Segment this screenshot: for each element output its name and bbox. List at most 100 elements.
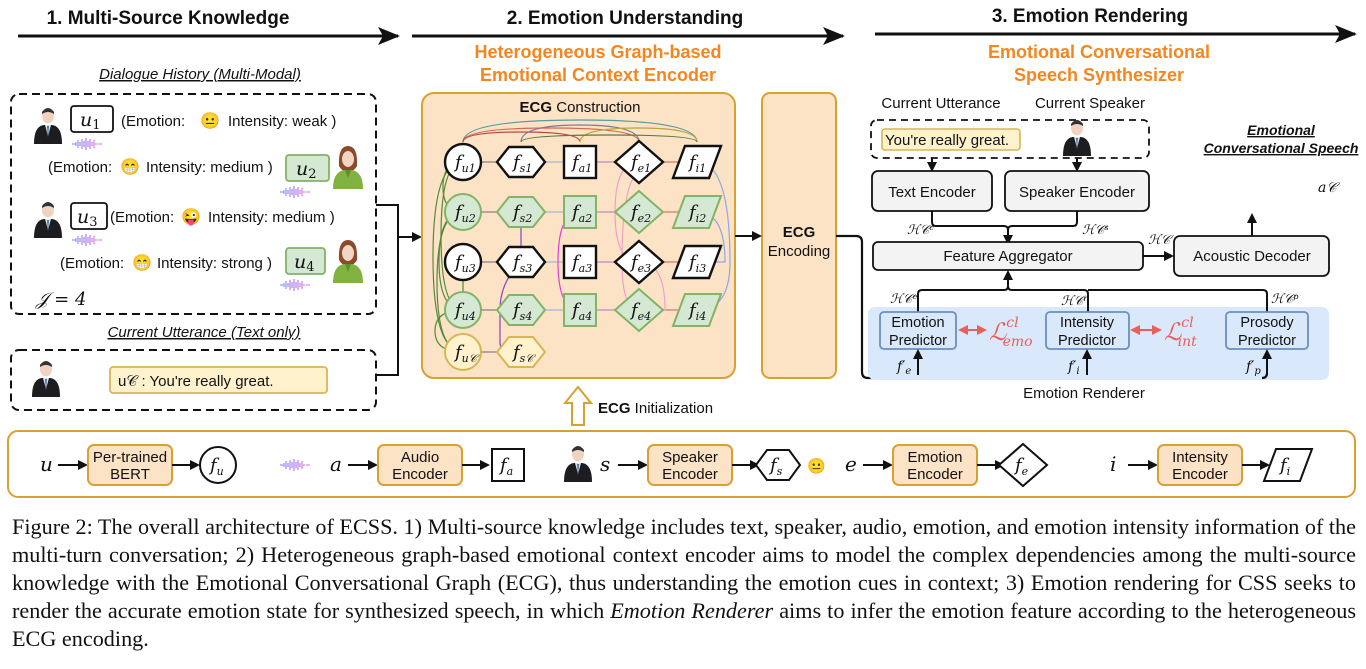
dialogue-history-label: Dialogue History (Multi-Modal) bbox=[99, 66, 301, 83]
current-utterance-text-box bbox=[109, 366, 328, 394]
utterance-u4-box bbox=[285, 247, 326, 275]
emoji-wink-tongue-icon: 😜 bbox=[181, 208, 201, 226]
init-encoder-label: BERT bbox=[110, 466, 150, 483]
current-utterance-label: Current Utterance (Text only) bbox=[108, 324, 301, 341]
renderer-connector-end bbox=[1261, 372, 1269, 380]
init-input-symbol: s bbox=[600, 452, 610, 476]
ecg-node-f-e2: fe2 bbox=[613, 189, 665, 235]
female-speaker-icon bbox=[333, 240, 363, 283]
emoji-neutral-icon: 😐 bbox=[200, 112, 220, 130]
ecg-node-f-u1: fu1 bbox=[443, 142, 483, 182]
f-p-prime: f′p bbox=[1245, 359, 1261, 377]
turn2-emotion-label: (Emotion: bbox=[48, 159, 112, 176]
ecg-node-f-s4: fs4 bbox=[495, 294, 547, 326]
ecg-initialization-label: ECG Initialization bbox=[598, 400, 713, 417]
init-input-symbol: e bbox=[845, 452, 857, 476]
section-title-multi-source: 1. Multi-Source Knowledge bbox=[47, 8, 290, 29]
current-utterance-header: Current Utterance bbox=[881, 95, 1000, 112]
emoji-neutral-icon: 😐 bbox=[807, 457, 826, 475]
ecg-node-f-i4: fi4 bbox=[671, 293, 723, 327]
prosody-predictor-line1: Prosody bbox=[1240, 315, 1294, 331]
init-encoder-label: Emotion bbox=[907, 449, 962, 466]
ecg-node-f-a1: fa1 bbox=[562, 144, 598, 180]
ecg-node-f-u2: fu2 bbox=[444, 193, 482, 231]
intensity-predictor-line2: Predictor bbox=[1058, 333, 1116, 349]
synth-subtitle-line2: Speech Synthesizer bbox=[1014, 65, 1184, 85]
init-encoder-label: Per-trained bbox=[93, 449, 167, 466]
turn-count: 𝒥 = 4 bbox=[35, 289, 86, 310]
current-input-box bbox=[870, 119, 1150, 159]
ecg-node-f-s2: fs2 bbox=[495, 196, 547, 228]
speaker-encoder-to-aggregator bbox=[1007, 211, 1078, 231]
ecg-node-f-i3: fi3 bbox=[671, 244, 723, 280]
caption-text-1: Figure 2: The overall architecture of EC… bbox=[12, 514, 1356, 623]
ecg-node-f-u3: fu3 bbox=[443, 242, 483, 282]
male-speaker-icon bbox=[34, 202, 62, 238]
audio-wave-icon bbox=[279, 278, 311, 292]
encoder-subtitle-line1: Heterogeneous Graph-based bbox=[474, 42, 721, 62]
synth-utterance-box bbox=[881, 128, 1021, 151]
section-title-emotion-understanding: 2. Emotion Understanding bbox=[507, 8, 743, 29]
init-encoder-label: Encoder bbox=[1172, 466, 1228, 483]
speaker-encoder-label: Speaker Encoder bbox=[1019, 184, 1135, 201]
prosody-to-aggregator bbox=[1088, 289, 1268, 313]
figure-caption: Figure 2: The overall architecture of EC… bbox=[12, 513, 1356, 653]
ecg-edge bbox=[520, 124, 640, 143]
utterance-u3-box bbox=[70, 202, 108, 230]
intensity-predictor-line1: Intensity bbox=[1060, 315, 1115, 331]
male-speaker-icon bbox=[32, 361, 60, 397]
H-text-symbol: ℋ𝒞ᶜ bbox=[907, 223, 934, 238]
init-encoder-label: Intensity bbox=[1172, 449, 1228, 466]
intensity-to-aggregator bbox=[1007, 285, 1089, 313]
init-encoder-label: Encoder bbox=[662, 466, 718, 483]
ecg-node-f-uc: fu𝒞 bbox=[444, 333, 482, 371]
emotion-to-aggregator bbox=[917, 270, 1013, 313]
architecture-diagram: 1. Multi-Source Knowledge 2. Emotion Und… bbox=[7, 6, 1358, 498]
emoji-grin-icon: 😁 bbox=[132, 254, 152, 272]
f-e-prime: f′e bbox=[896, 359, 911, 377]
turn3-emotion-label: (Emotion: bbox=[110, 209, 174, 226]
ecg-node-f-i1: fi1 bbox=[671, 144, 723, 180]
male-speaker-icon bbox=[34, 108, 62, 144]
ecg-node-f-a3: fa3 bbox=[562, 244, 598, 280]
utterance-u1-box bbox=[70, 105, 114, 133]
ecg-node-f-e1: fe1 bbox=[613, 139, 665, 185]
emoji-grin-icon: 😁 bbox=[120, 158, 140, 176]
ecg-edge bbox=[462, 119, 698, 143]
ecg-edge bbox=[520, 134, 698, 143]
caption-text-2: aims to infer the emotion feature accord… bbox=[12, 598, 1356, 651]
ecg-encoding-rest: Encoding bbox=[768, 243, 831, 260]
ecg-edge bbox=[462, 131, 581, 143]
init-output-node bbox=[491, 448, 525, 482]
turn4-emotion-label: (Emotion: bbox=[60, 255, 124, 272]
f-i-prime: f′i bbox=[1067, 359, 1080, 377]
ecg-node-f-s3: fs3 bbox=[495, 245, 547, 279]
current-speaker-header: Current Speaker bbox=[1035, 95, 1145, 112]
H-c-symbol: ℋ𝒞 bbox=[1148, 233, 1174, 248]
current-speaker-icon bbox=[1063, 120, 1091, 156]
init-input-symbol: a bbox=[330, 452, 342, 476]
dialogue-history-box bbox=[10, 93, 377, 315]
encoder-subtitle-line2: Emotional Context Encoder bbox=[480, 65, 716, 85]
acoustic-decoder-label: Acoustic Decoder bbox=[1193, 248, 1311, 265]
audio-wave-icon bbox=[71, 233, 103, 247]
audio-wave-icon bbox=[71, 137, 103, 151]
utterance-u2-box bbox=[285, 154, 330, 182]
init-output-node bbox=[199, 446, 237, 484]
init-encoder-label: Audio bbox=[401, 449, 439, 466]
turn4-intensity-label: Intensity: strong ) bbox=[157, 255, 272, 272]
init-output-node bbox=[1262, 448, 1314, 482]
feature-aggregator-label: Feature Aggregator bbox=[943, 248, 1072, 265]
ecg-node-f-i2: fi2 bbox=[671, 195, 723, 229]
output-label-line1: Emotional bbox=[1247, 122, 1316, 138]
ecg-node-f-sc: fs𝒞 bbox=[495, 336, 547, 368]
init-output-node bbox=[997, 442, 1049, 488]
ecg-node-f-s1: fs1 bbox=[495, 145, 547, 179]
